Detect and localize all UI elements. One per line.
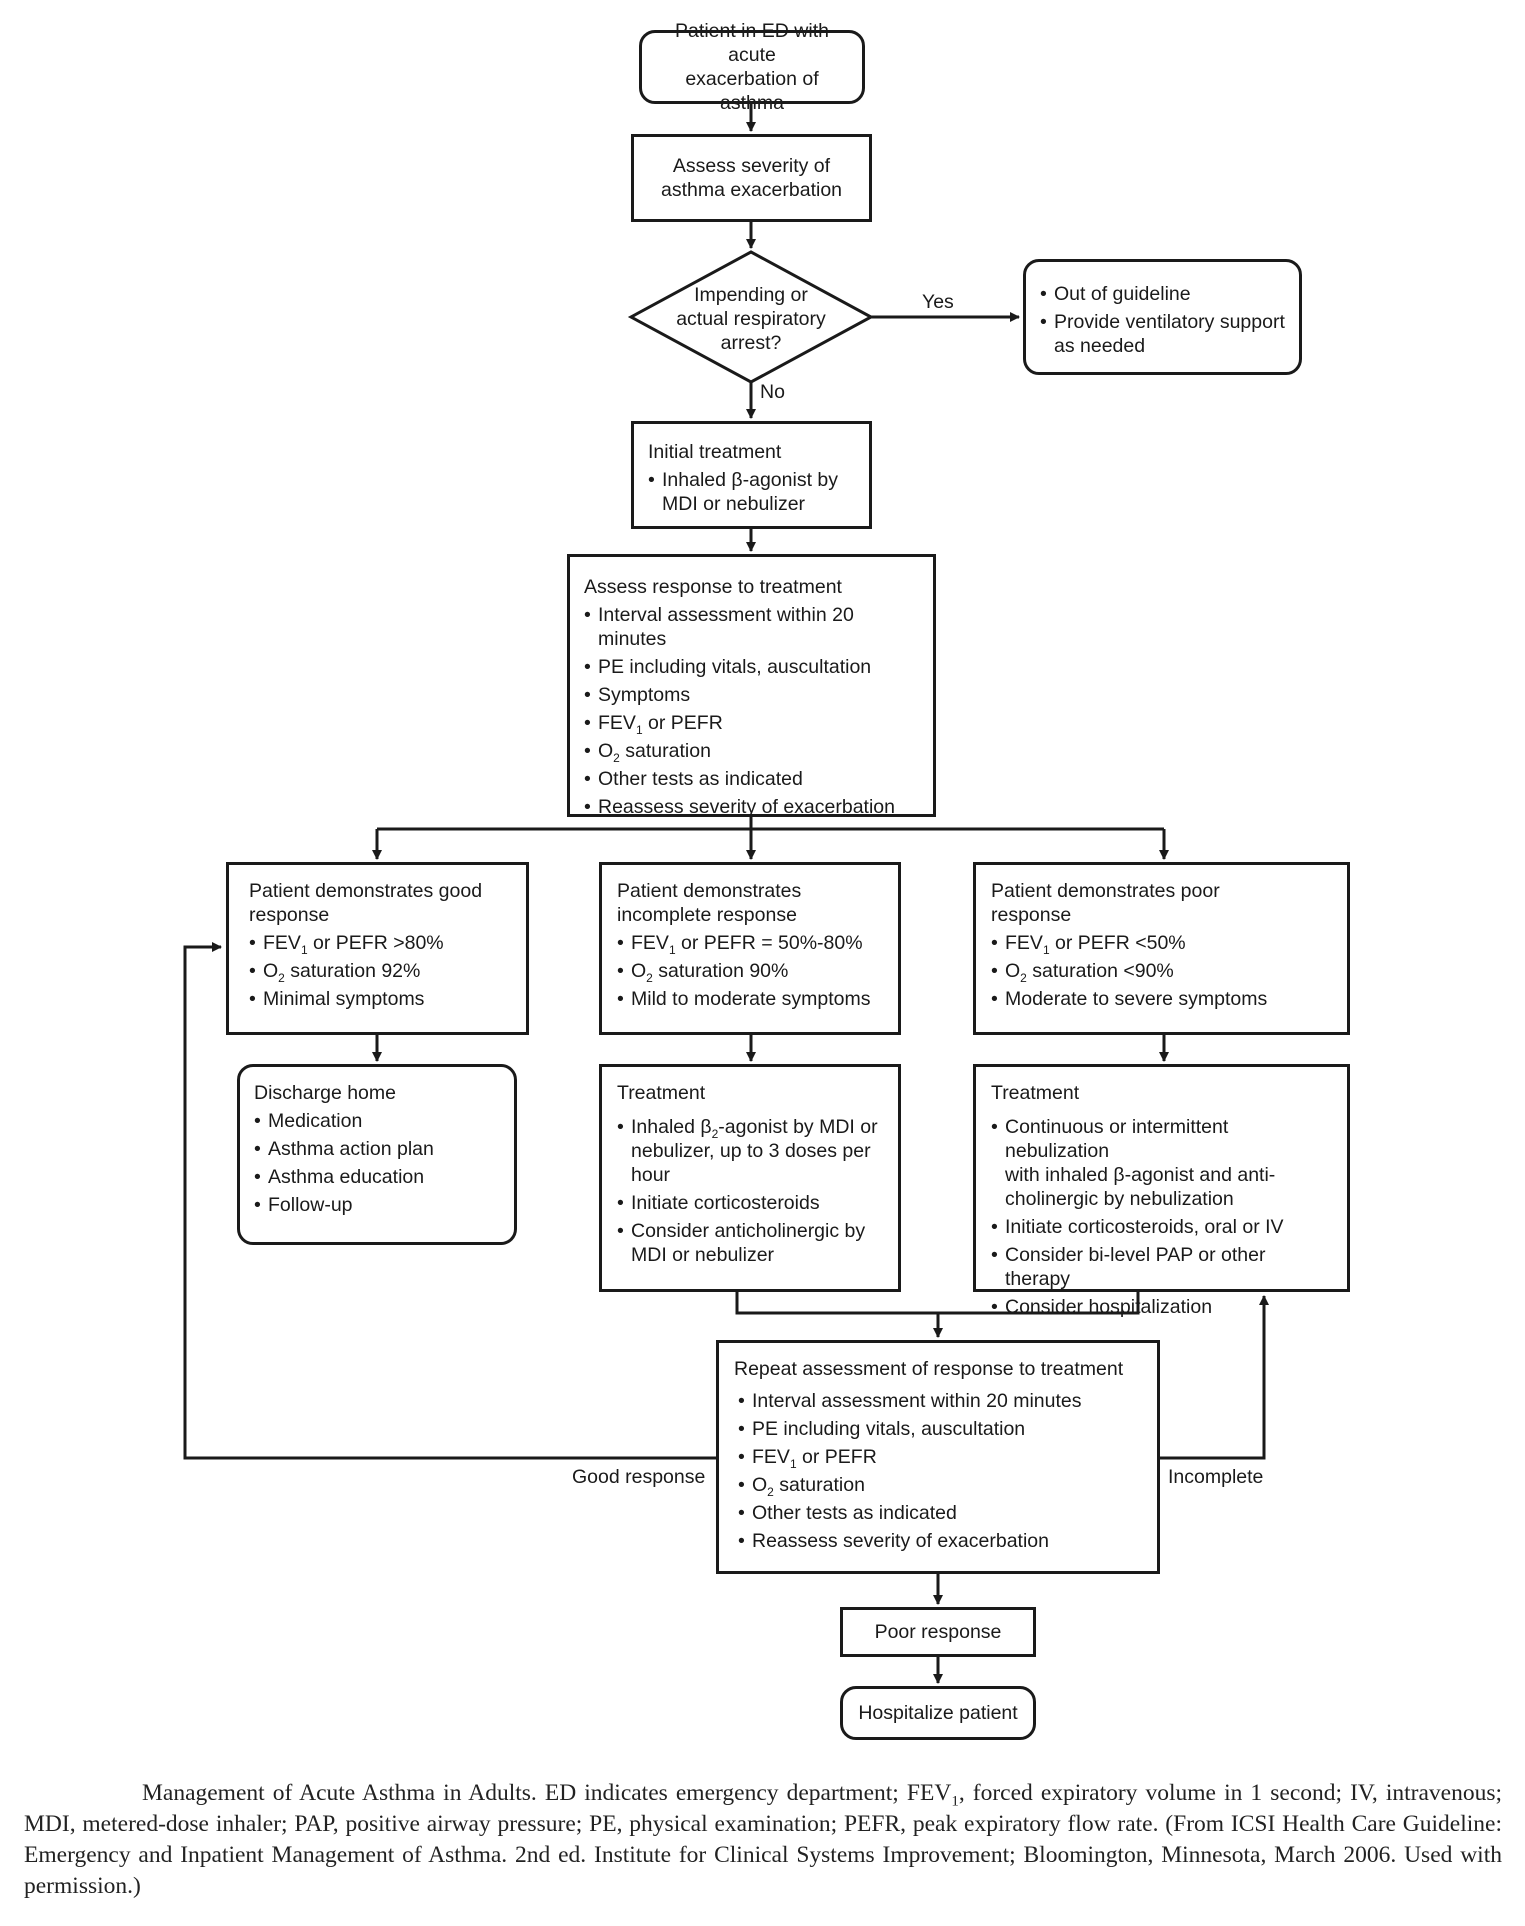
- incomplete-item-3: Mild to moderate symptoms: [617, 987, 884, 1011]
- decision-yes-label: Yes: [922, 291, 954, 313]
- repeat-item-5: Other tests as indicated: [738, 1501, 1143, 1525]
- treatment-incomplete-title: Treatment: [617, 1082, 706, 1104]
- start-line1: Patient in ED with acute: [675, 20, 829, 66]
- figure-caption: Management of Acute Asthma in Adults. ED…: [24, 1780, 1502, 1899]
- assess-severity-line2: asthma exacerbation: [660, 179, 843, 201]
- hospitalize-text: Hospitalize patient: [858, 1702, 1018, 1724]
- assess-severity-box: Assess severity of asthma exacerbation: [631, 134, 872, 222]
- good-item-1: FEV1 or PEFR >80%: [249, 931, 512, 956]
- assess-item-5: O2 saturation: [584, 739, 919, 764]
- repeat-item-1: Interval assessment within 20 minutes: [738, 1389, 1143, 1413]
- repeat-assessment-box: Repeat assessment of response to treatme…: [716, 1340, 1160, 1574]
- treatment-poor-item-1: Continuous or intermittent nebulizationw…: [991, 1115, 1333, 1211]
- assess-item-3: Symptoms: [584, 683, 919, 707]
- repeat-item-3: FEV1 or PEFR: [738, 1445, 1143, 1470]
- treatment-incomplete-box: Treatment Inhaled β2-agonist by MDI orne…: [599, 1064, 901, 1292]
- good-item-2: O2 saturation 92%: [249, 959, 512, 984]
- assess-item-7: Reassess severity of exacerbation: [584, 795, 919, 819]
- poor-item-3: Moderate to severe symptoms: [991, 987, 1333, 1011]
- start-box: Patient in ED with acute exacerbation of…: [639, 20, 865, 114]
- discharge-title: Discharge home: [254, 1082, 396, 1104]
- out-of-guideline-box: Out of guideline Provide ventilatory sup…: [1023, 259, 1302, 375]
- treatment-poor-item-3: Consider bi-level PAP or other therapy: [991, 1243, 1333, 1291]
- discharge-item-3: Asthma education: [254, 1165, 500, 1189]
- discharge-item-1: Medication: [254, 1109, 500, 1133]
- treatment-poor-item-2: Initiate corticosteroids, oral or IV: [991, 1215, 1333, 1239]
- poor-item-1: FEV1 or PEFR <50%: [991, 931, 1333, 956]
- decision-line3: arrest?: [720, 332, 782, 354]
- initial-treatment-title: Initial treatment: [648, 441, 782, 463]
- repeat-item-2: PE including vitals, auscultation: [738, 1417, 1143, 1441]
- initial-treatment-box: Initial treatment Inhaled β-agonist byMD…: [631, 421, 872, 529]
- out-item-1: Out of guideline: [1040, 282, 1285, 306]
- incomplete-item-2: O2 saturation 90%: [617, 959, 884, 984]
- decision-line2: actual respiratory: [676, 308, 826, 330]
- discharge-home-box: Discharge home Medication Asthma action …: [237, 1064, 517, 1245]
- assess-item-6: Other tests as indicated: [584, 767, 919, 791]
- repeat-item-4: O2 saturation: [738, 1473, 1143, 1498]
- decision-text: Impending or actual respiratory arrest?: [661, 283, 841, 355]
- discharge-item-4: Follow-up: [254, 1193, 500, 1217]
- treatment-poor-item-4: Consider hospitalization: [991, 1295, 1333, 1319]
- arrow-incomplete-loop: [1160, 1295, 1269, 1460]
- decision-no-label: No: [760, 381, 785, 403]
- incomplete-label: Incomplete: [1168, 1466, 1264, 1488]
- good-item-3: Minimal symptoms: [249, 987, 512, 1011]
- assess-response-title: Assess response to treatment: [584, 576, 842, 598]
- assess-item-4: FEV1 or PEFR: [584, 711, 919, 736]
- hospitalize-box: Hospitalize patient: [840, 1686, 1036, 1740]
- assess-item-2: PE including vitals, auscultation: [584, 655, 919, 679]
- repeat-title: Repeat assessment of response to treatme…: [734, 1358, 1124, 1380]
- decision-line1: Impending or: [694, 284, 808, 306]
- treatment-poor-title: Treatment: [991, 1082, 1080, 1104]
- repeat-item-6: Reassess severity of exacerbation: [738, 1529, 1143, 1553]
- incomplete-item-1: FEV1 or PEFR = 50%-80%: [617, 931, 884, 956]
- poor-response-text: Poor response: [874, 1621, 1002, 1643]
- start-line2: exacerbation of asthma: [685, 68, 819, 114]
- treatment-poor-box: Treatment Continuous or intermittent neb…: [973, 1064, 1350, 1319]
- discharge-item-2: Asthma action plan: [254, 1137, 500, 1161]
- assess-severity-line1: Assess severity of: [672, 155, 831, 177]
- assess-item-1: Interval assessment within 20 minutes: [584, 603, 919, 651]
- good-response-label: Good response: [572, 1466, 706, 1488]
- arrow-good-response-loop: [183, 942, 716, 1460]
- treatment-incomplete-item-2: Initiate corticosteroids: [617, 1191, 884, 1215]
- assess-response-box: Assess response to treatment Interval as…: [567, 554, 936, 819]
- poor-item-2: O2 saturation <90%: [991, 959, 1333, 984]
- poor-response-result-box: Poor response: [840, 1607, 1036, 1657]
